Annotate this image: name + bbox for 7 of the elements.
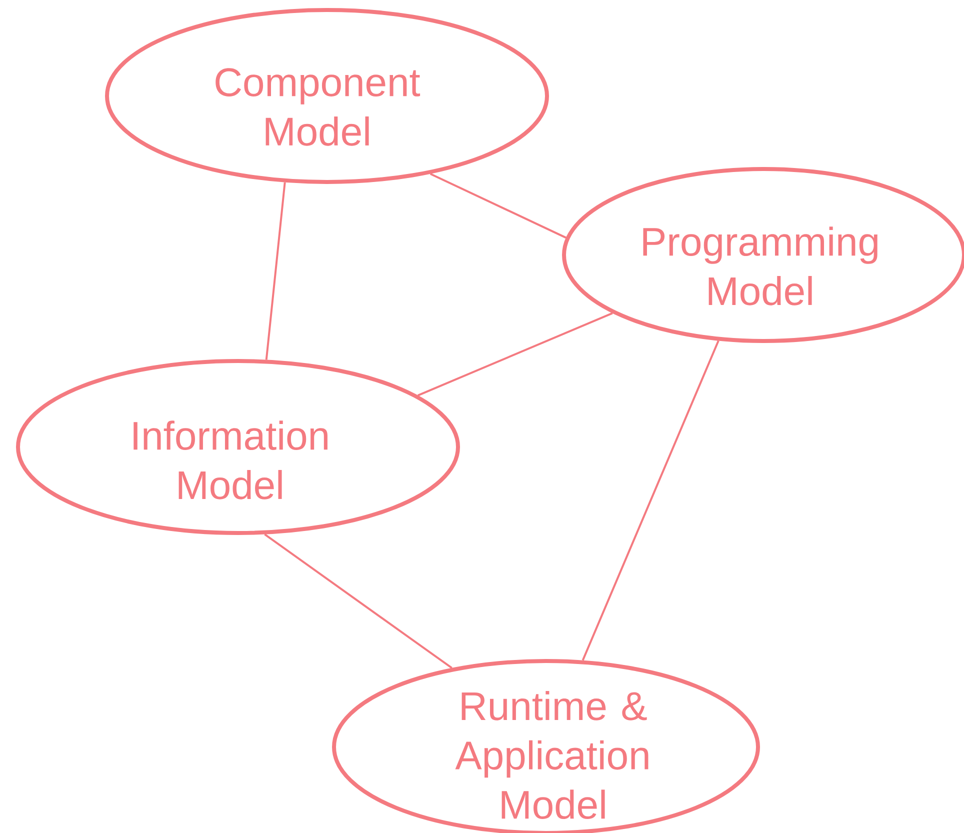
ellipse-node: Information Model (16, 359, 460, 535)
connector-line (430, 172, 566, 239)
connector-line (582, 340, 720, 661)
connector-line (264, 534, 452, 669)
connector-line (265, 182, 286, 360)
ellipse-node: Component Model (105, 8, 549, 184)
connector-line (417, 312, 613, 396)
